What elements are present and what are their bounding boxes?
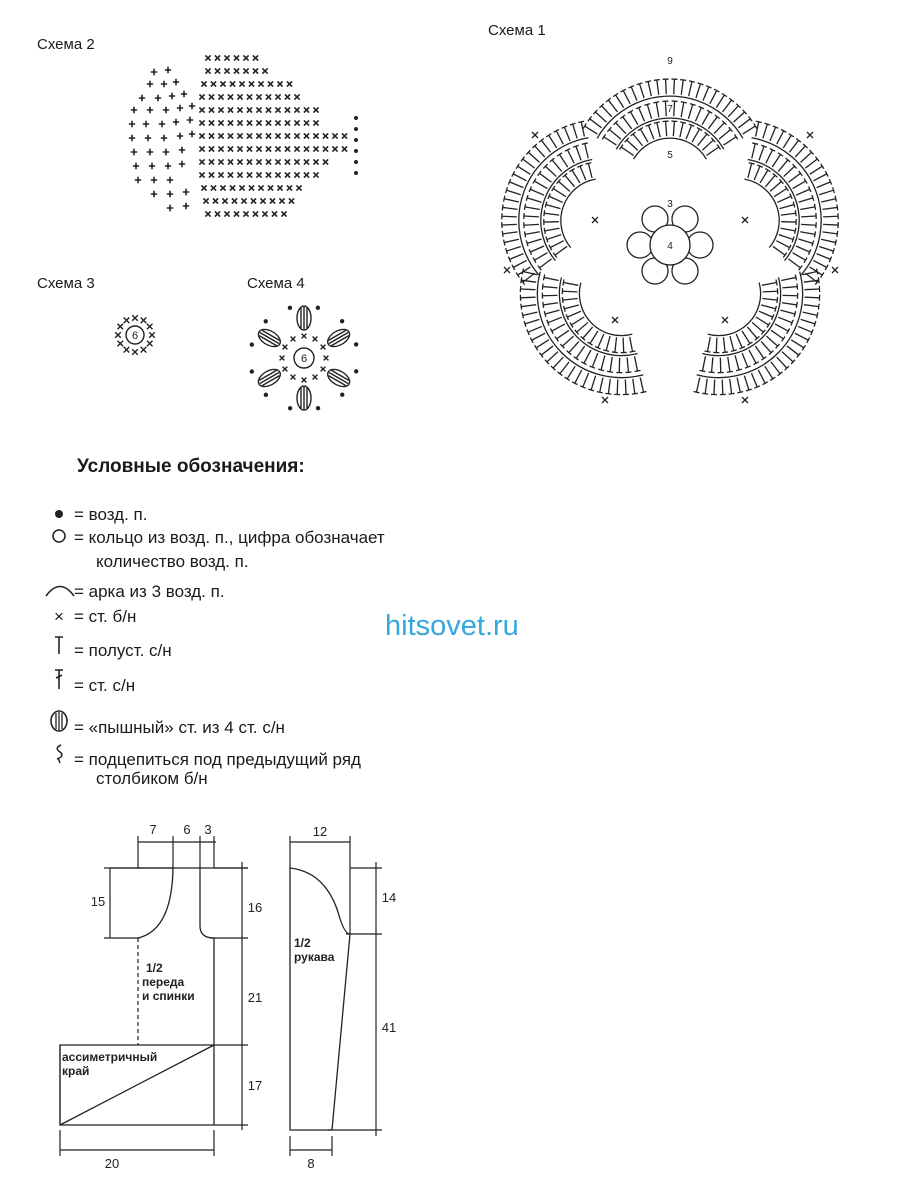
legend-text: = ст. б/н xyxy=(74,607,137,626)
dim-right-top: 16 xyxy=(248,900,262,915)
ring-label-3: 3 xyxy=(667,199,673,210)
legend-item-chain: = возд. п. xyxy=(44,504,147,526)
schema-4-title: Схема 4 xyxy=(247,275,305,292)
legend-text: = полуст. с/н xyxy=(74,641,172,660)
legend-text: = возд. п. xyxy=(74,505,148,524)
dim-right-bottom: 17 xyxy=(248,1078,262,1093)
schema-1-flower-diagram: 9 7 5 3 4 xyxy=(501,56,839,404)
hook-under-icon xyxy=(44,743,74,771)
legend-item-dc: = ст. с/н xyxy=(44,667,135,697)
ring-label-7: 7 xyxy=(667,104,673,115)
sleeve-label-l1: 1/2 xyxy=(294,936,311,950)
dim-bottom: 20 xyxy=(105,1156,119,1171)
legend-item-hdc: = полуст. с/н xyxy=(44,634,172,662)
schema-4-motif-diagram: 6 xyxy=(249,305,359,411)
dim-top-c: 3 xyxy=(204,822,211,837)
legend-title: Условные обозначения: xyxy=(77,456,305,477)
dim-left: 15 xyxy=(91,894,105,909)
legend-text: = арка из 3 возд. п. xyxy=(74,582,225,601)
schema-1-title: Схема 1 xyxy=(488,22,546,39)
sleeve-label-l2: рукава xyxy=(294,950,335,964)
half-dc-icon xyxy=(44,634,74,662)
ring-icon xyxy=(293,347,315,369)
cross-icon: × xyxy=(54,607,64,626)
sleeve-dim-right-top: 14 xyxy=(382,890,396,905)
legend-text: = «пышный» ст. из 4 ст. с/н xyxy=(74,718,285,737)
legend-text: = кольцо из возд. п., цифра обозначает xyxy=(74,528,385,547)
legend-item-hook-line2: столбиком б/н xyxy=(96,769,208,788)
legend-item-ring-line2: количество возд. п. xyxy=(96,552,249,571)
legend-item-arc: = арка из 3 возд. п. xyxy=(44,581,225,603)
dot-icon xyxy=(44,504,74,526)
dim-top-b: 6 xyxy=(183,822,190,837)
dc-icon xyxy=(44,667,74,697)
body-label-l2: переда xyxy=(142,975,185,989)
sleeve-dim-right-bottom: 41 xyxy=(382,1020,396,1035)
legend-item-ring: = кольцо из возд. п., цифра обозначает xyxy=(44,527,385,549)
body-label-l3: и спинки xyxy=(142,989,195,1003)
puff-stitch-icon xyxy=(44,709,74,739)
body-pattern-diagram: 7 6 3 15 16 21 17 20 1/2 переда и спинки… xyxy=(59,822,262,1171)
watermark: hitsovet.ru xyxy=(385,610,519,642)
ring-label-9: 9 xyxy=(667,56,673,67)
legend-text: = ст. с/н xyxy=(74,676,136,695)
schema-2-leaf-diagram xyxy=(128,54,359,218)
arc-icon xyxy=(44,581,75,603)
center-ring-icon xyxy=(649,224,691,266)
ring-label-4: 4 xyxy=(667,241,673,252)
ring-count-label: 6 xyxy=(132,330,138,342)
edge-label-l2: край xyxy=(62,1064,89,1078)
ring-icon xyxy=(44,527,74,549)
ring-icon xyxy=(125,325,145,345)
ring-label-5: 5 xyxy=(667,150,673,161)
dim-right-mid: 21 xyxy=(248,990,262,1005)
sleeve-dim-bottom: 8 xyxy=(307,1156,314,1171)
schema-3-ring-diagram: 6 xyxy=(114,314,156,356)
dim-top-a: 7 xyxy=(149,822,156,837)
ring-count-label: 6 xyxy=(301,353,307,365)
edge-label-l1: ассиметричный xyxy=(62,1050,157,1064)
schema-2-title: Схема 2 xyxy=(37,36,95,53)
sleeve-dim-top: 12 xyxy=(313,824,327,839)
legend-item-puff: = «пышный» ст. из 4 ст. с/н xyxy=(44,709,285,739)
legend-item-hook: = подцепиться под предыдущий ряд xyxy=(44,743,361,771)
body-label-l1: 1/2 xyxy=(146,961,163,975)
schema-3-title: Схема 3 xyxy=(37,275,95,292)
legend-text: = подцепиться под предыдущий ряд xyxy=(74,750,361,769)
sleeve-pattern-diagram: 12 14 41 8 1/2 рукава xyxy=(289,824,396,1171)
legend-item-sc: × = ст. б/н xyxy=(44,606,136,628)
